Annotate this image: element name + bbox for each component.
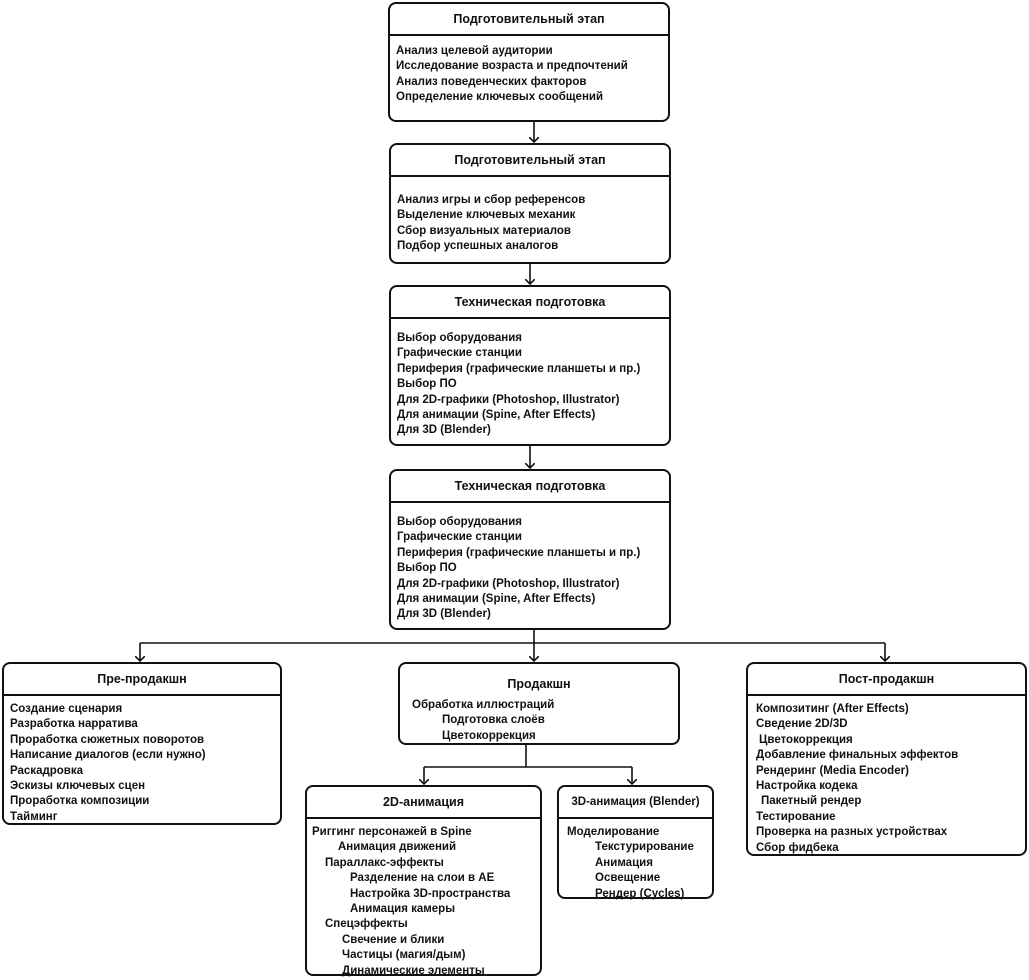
stage-item: Анимация движений [338,841,457,854]
stage-tech-prep-1: Техническая подготовка Выбор оборудовани… [389,285,671,446]
stage-title: Подготовительный этап [391,145,669,177]
stage-3d-animation: 3D-анимация (Blender) Моделирование Текс… [557,785,714,902]
stage-item: Для 3D (Blender) [397,424,491,437]
stage-items: Моделирование Текстурирование Анимация О… [559,819,712,902]
stage-item: Эскизы ключевых сцен [10,780,146,793]
stage-item: Выбор ПО [397,562,457,575]
stage-title: Пре-продакшн [4,664,280,696]
stage-item: Анимация камеры [350,903,456,916]
stage-item: Спецэффекты [325,918,408,931]
stage-preproduction: Пре-продакшн Создание сценария Разработк… [2,662,282,825]
stage-item: Для 3D (Blender) [397,608,491,621]
stage-item: Цветокоррекция [442,729,536,742]
stage-items: Анализ игры и сбор референсов Выделение … [391,177,669,255]
stage-title: 2D-анимация [307,787,540,819]
stage-prep-audience: Подготовительный этап Анализ целевой ауд… [388,2,670,122]
stage-item: Моделирование [567,826,660,838]
stage-item: Сбор фидбека [756,841,839,854]
stage-item: Разделение на слои в АЕ [350,872,495,885]
stage-item: Пакетный рендер [761,795,862,808]
stage-items: Выбор оборудования Графические станции П… [391,503,669,623]
stage-item: Обработка иллюстраций [412,699,555,711]
stage-item: Для 2D-графики (Photoshop, Illustrator) [397,393,620,406]
stage-item: Проработка композиции [10,795,150,808]
stage-item: Написание диалогов (если нужно) [10,749,206,762]
stage-item: Проработка сюжетных поворотов [10,733,205,746]
stage-title: Техническая подготовка [391,471,669,503]
stage-item: Освещение [595,872,661,885]
stage-item: Для анимации (Spine, After Effects) [397,593,596,606]
stage-item: Риггинг персонажей в Spine [312,826,472,838]
stage-item: Рендеринг (Media Encoder) [756,764,909,777]
stage-item: Анимация [595,856,653,869]
stage-item: Настройка 3D-пространства [350,887,511,900]
stage-item: Проверка на разных устройствах [756,826,948,839]
stage-item: Выбор оборудования [397,332,522,344]
stage-item: Выбор ПО [397,378,457,391]
stage-item: Подготовка слоёв [442,714,545,727]
stage-item: Динамические элементы [342,964,485,977]
stage-item: Добавление финальных эффектов [756,749,959,762]
stage-item: Анализ поведенческих факторов [396,75,587,88]
stage-item: Свечение и блики [342,933,445,946]
stage-item: Параллакс-эффекты [325,856,444,869]
stage-prep-game: Подготовительный этап Анализ игры и сбор… [389,143,671,264]
stage-item: Рендер (Cycles) [595,887,685,900]
stage-production: Продакшн Обработка иллюстраций Подготовк… [398,662,680,745]
stage-item: Графические станции [397,347,522,360]
stage-item: Графические станции [397,531,522,544]
stage-item: Определение ключевых сообщений [396,91,604,104]
stage-item: Частицы (магия/дым) [342,949,466,962]
stage-item: Текстурирование [595,841,694,854]
stage-item: Раскадровка [10,764,84,777]
stage-item: Анализ игры и сбор референсов [397,194,586,206]
stage-item: Композитинг (After Effects) [756,703,909,715]
stage-item: Выбор оборудования [397,516,522,528]
stage-title: Пост-продакшн [748,664,1025,696]
stage-item: Сведение 2D/3D [756,718,848,731]
stage-items: Создание сценария Разработка нарратива П… [4,696,280,825]
stage-title: Продакшн [507,677,571,691]
stage-item: Для анимации (Spine, After Effects) [397,409,596,422]
stage-title: 3D-анимация (Blender) [559,787,712,819]
stage-items: Обработка иллюстраций Подготовка слоёв Ц… [400,696,678,744]
stage-item: Цветокоррекция [759,733,853,746]
stage-item: Анализ целевой аудитории [396,45,553,57]
stage-items: Риггинг персонажей в Spine Анимация движ… [307,819,540,979]
stage-item: Создание сценария [10,703,123,715]
stage-item: Исследование возраста и предпочтений [396,60,628,73]
stage-item: Тайминг [10,810,58,823]
stage-item: Выделение ключевых механик [397,209,576,222]
stage-item: Периферия (графические планшеты и пр.) [397,362,641,375]
stage-tech-prep-2: Техническая подготовка Выбор оборудовани… [389,469,671,630]
stage-item: Сбор визуальных материалов [397,224,571,237]
stage-items: Анализ целевой аудитории Исследование во… [390,36,668,106]
stage-item: Настройка кодека [756,780,858,793]
stage-item: Разработка нарратива [10,718,138,731]
stage-title: Подготовительный этап [390,4,668,36]
stage-item: Подбор успешных аналогов [397,240,559,253]
stage-title: Техническая подготовка [391,287,669,319]
stage-2d-animation: 2D-анимация Риггинг персонажей в Spine А… [305,785,542,979]
stage-item: Для 2D-графики (Photoshop, Illustrator) [397,577,620,590]
stage-items: Выбор оборудования Графические станции П… [391,319,669,439]
stage-items: Композитинг (After Effects) Сведение 2D/… [748,696,1025,856]
stage-item: Тестирование [756,810,836,823]
stage-item: Периферия (графические планшеты и пр.) [397,546,641,559]
stage-postproduction: Пост-продакшн Композитинг (After Effects… [746,662,1027,856]
